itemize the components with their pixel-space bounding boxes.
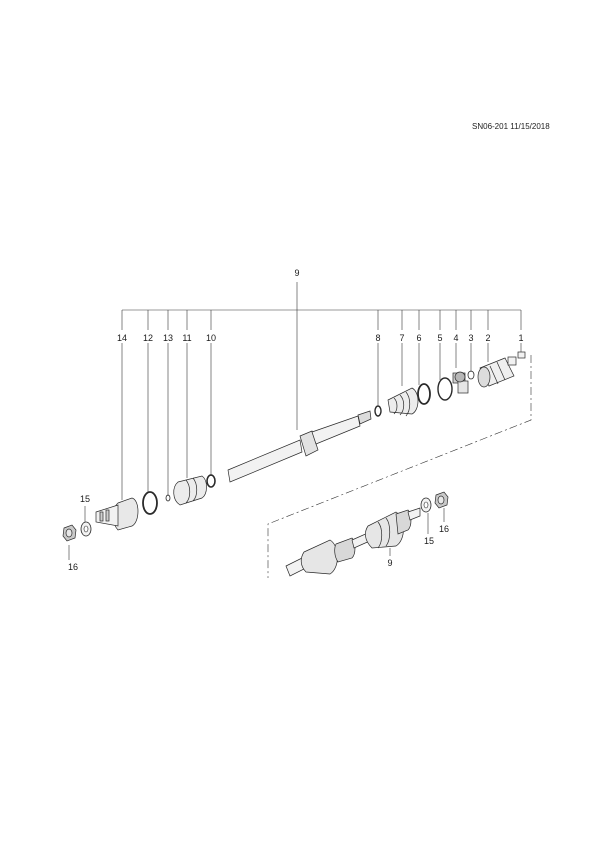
callout-9-lower: 9 [387,558,392,568]
washer-left-hole [83,525,89,533]
part-1-clip [517,351,526,359]
part-16-nut-right [434,491,449,509]
assembly-frame [267,355,532,578]
part-13-ring [165,494,171,502]
washer-right-hole [423,501,429,509]
callout-15-right: 15 [424,536,434,546]
callout-6: 6 [416,333,421,343]
part-5-clamp [437,377,453,401]
part-14-outer-joint [95,497,139,531]
callout-labels: 9 14 12 13 11 10 8 7 6 5 4 3 2 1 15 16 1… [68,268,524,572]
part-7-boot [387,387,419,417]
diagram-code: SN06-201 11/15/2018 [472,122,550,131]
callout-13: 13 [163,333,173,343]
assembled-drive-shaft [285,507,421,577]
part-4-tripod [452,371,469,394]
callout-8: 8 [375,333,380,343]
callout-2: 2 [485,333,490,343]
callout-10: 10 [206,333,216,343]
part-8-clamp [374,405,382,417]
lower-leaders [68,506,445,560]
callout-14: 14 [117,333,127,343]
part-6-clamp [417,383,431,405]
callout-16-right: 16 [439,524,449,534]
callout-1: 1 [518,333,523,343]
leader-bracket [121,282,522,500]
callout-16-left: 16 [68,562,78,572]
part-16-nut-left [62,524,77,542]
callout-7: 7 [399,333,404,343]
part-11-boot [173,475,207,506]
drive-shaft [227,410,372,483]
part-12-clamp [142,491,158,515]
part-3-ring [467,370,475,380]
callout-4: 4 [453,333,458,343]
callout-12: 12 [143,333,153,343]
callout-5: 5 [437,333,442,343]
callout-3: 3 [468,333,473,343]
part-2-joint-housing [477,356,517,388]
callout-9-top: 9 [294,268,299,278]
part-10-clamp [206,474,216,488]
callout-11: 11 [182,333,191,343]
callout-15-left: 15 [80,494,90,504]
